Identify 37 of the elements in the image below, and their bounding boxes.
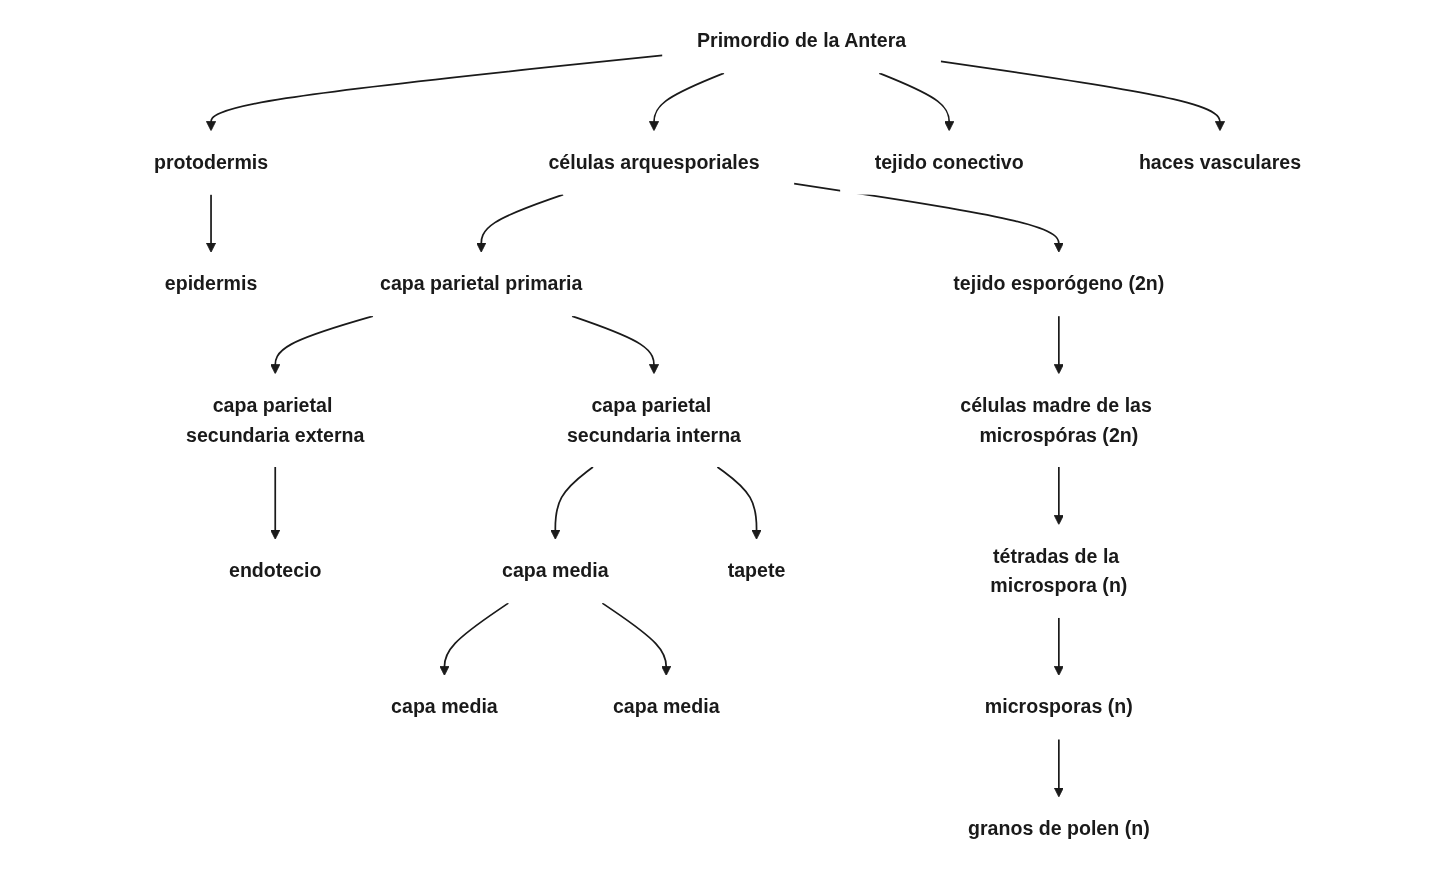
arrow	[793, 182, 1064, 253]
arrow	[716, 466, 762, 540]
arrow	[205, 54, 664, 132]
node-text: Primordio de la Antera	[696, 29, 907, 52]
arrow	[939, 60, 1226, 132]
node-text: células arquesporiales	[548, 151, 760, 174]
node-text: epidermis	[164, 272, 258, 295]
node-text: haces vasculares	[1138, 151, 1302, 174]
arrow	[439, 602, 510, 676]
node-text: capa media	[612, 696, 720, 718]
arrow	[1053, 315, 1064, 375]
node-text: capa media	[502, 559, 609, 582]
node-text: tejido esporógeno (2n)	[953, 272, 1165, 295]
node-text: tapete	[727, 559, 786, 582]
arrow	[878, 72, 955, 132]
node-text: tétradas de la microspora (n)	[990, 545, 1128, 597]
node-text: células madre de las microspóras (2n)	[960, 394, 1152, 446]
arrow	[270, 466, 281, 540]
arrow	[205, 193, 217, 253]
node-text: capa parietal primaria	[380, 272, 583, 295]
arrow	[476, 193, 564, 253]
node-text: capa media	[391, 696, 498, 718]
node-text: protodermis	[153, 151, 269, 174]
arrow	[550, 466, 594, 540]
node-text: capa parietal secundaria interna	[566, 394, 742, 446]
node-text: microsporas (n)	[984, 696, 1133, 718]
arrow	[270, 315, 374, 375]
arrow	[1053, 738, 1064, 798]
arrow	[601, 602, 672, 676]
node-text: capa parietal secundaria externa	[186, 394, 365, 446]
arrow	[1053, 466, 1064, 525]
arrow	[571, 315, 660, 375]
arrow	[1053, 616, 1064, 676]
node-text: endotecio	[229, 559, 322, 582]
arrow	[648, 72, 725, 132]
node-text: granos de polen (n)	[968, 817, 1150, 840]
node-text: tejido conectivo	[874, 151, 1024, 174]
